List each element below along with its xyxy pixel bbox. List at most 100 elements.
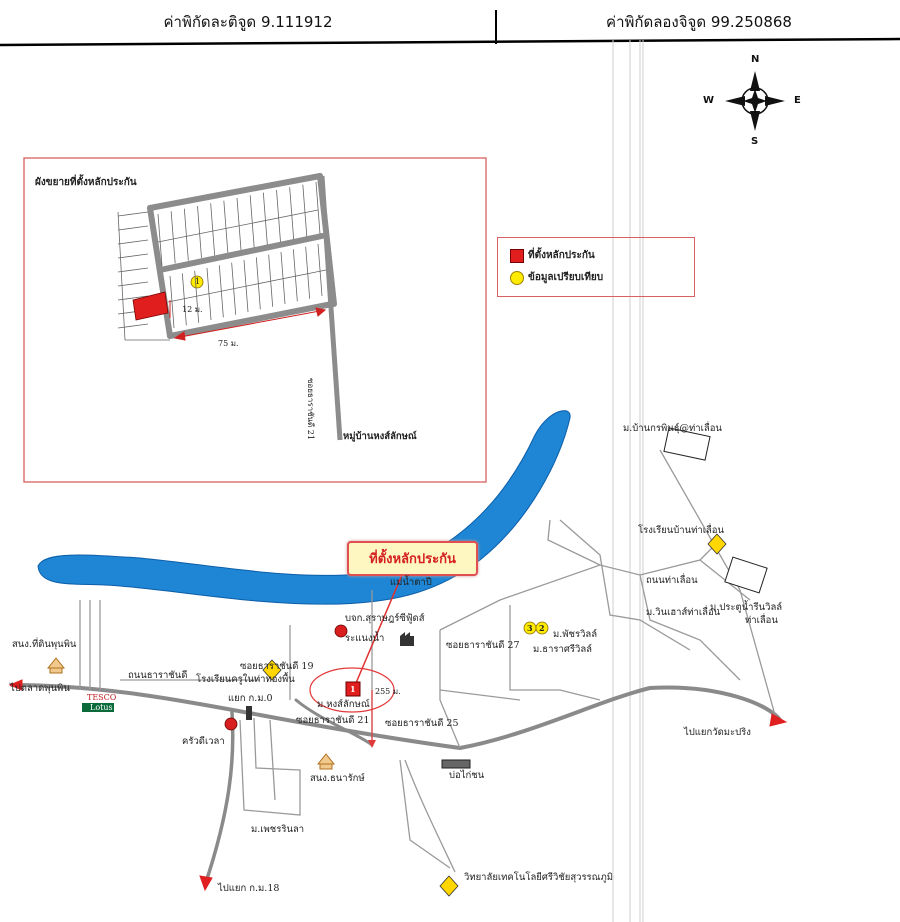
label-soi25: ซอยธาราชันดี 25 [385,718,459,729]
lot-line [183,208,189,261]
block-bo-kai [441,759,471,769]
scan-lines [612,40,644,922]
lot-line [194,270,200,323]
label-treasury-office: สนง.ธนารักษ์ [310,773,365,784]
compass-north: N [751,54,760,65]
lot-line [210,203,216,256]
label-winhouse: ม.วินเฮาส์ท่าเลื่อน [646,607,721,618]
blocks [441,427,768,769]
arrow-right [769,713,788,727]
label-rainbow: ระแนงน้ำ [345,633,385,644]
label-college: วิทยาลัยเทคโนโลยีศรีวิชัยสุวรรณภูมิ [464,872,613,883]
lot-line [197,205,202,259]
lot-line [302,184,308,237]
lot-line [315,181,321,235]
collateral-square [345,681,361,697]
label-phachara-ville: ม.พัชรวิลล์ [553,629,598,640]
label-to-km18: ไปแยก ก.ม.18 [218,883,280,894]
temple-icon-bottom [316,753,336,770]
arrow-down [199,875,213,892]
label-tha-luean-road: ถนนท่าเลื่อน [646,575,698,586]
main-roads [10,683,782,887]
label-school-tha: โรงเรียนบ้านท่าเลื่อน [638,525,724,536]
legend-comparables: ข้อมูลเปรียบเทียบ [510,270,603,285]
marker-3-number: 3 [527,623,533,633]
collateral-callout: ที่ตั้งหลักประกัน [347,541,478,576]
arrow-left [8,679,23,691]
label-seafood-company: บจก.สุราษฎร์ซีฟู้ดส์ [345,613,425,624]
label-soi21: ซอยธาราชันดี 21 [296,715,370,726]
label-tesco: TESCO [87,693,117,702]
label-tha-luean: ท่าเลื่อน [745,615,778,626]
distance-arrow-head [368,740,376,748]
inset-village-label: หมู่บ้านหงส์ลักษณ์ [343,431,417,442]
label-kruakrua: ครัวดีเวลา [182,736,225,747]
label-soi27: ซอยธาราชันดี 27 [446,640,520,651]
lot-line [317,243,323,297]
callout-pointer [355,569,405,684]
inset-width-label: 12 ม. [182,305,203,314]
label-tara-srivilla: ม.ธาราศรีวิลล์ [533,644,592,655]
label-distance-255: 255 ม. [375,687,401,696]
comparable-swatch-icon [510,270,524,285]
inset-frame [23,157,487,483]
road-sai [294,698,374,747]
block-prachuap [724,556,768,594]
lot-line [157,213,163,267]
longitude-label: ค่าพิกัดลองจิจูด 99.250868 [606,13,792,31]
label-river: แม่น้ำตาปี [390,577,432,588]
lot-line [117,211,126,341]
latitude-label: ค่าพิกัดละติจูด 9.111912 [163,13,333,31]
label-junction: แยก ก.ม.0 [228,693,273,704]
lot-line [181,273,187,326]
inset-marker-number: 1 [195,277,201,286]
lot-line [249,195,255,248]
marker-1-number: 1 [350,684,356,694]
label-thara-road: ถนนธาราชันดี [128,670,188,681]
inset-lot-grid [117,181,327,341]
lot-line [117,239,149,245]
label-bo-kai: บ่อไก่ชน [449,770,485,781]
lot-line [276,189,281,243]
lot-line [305,246,311,299]
compass-east: E [794,95,801,106]
lotus-badge [82,703,114,712]
distance-circle [309,667,395,713]
lot-line [117,267,149,273]
legend-collateral: ที่ตั้งหลักประกัน [510,248,595,263]
river [37,410,571,605]
lot-line [117,211,149,217]
label-petcharinla: ม.เพชรรินลา [251,824,305,835]
label-prachuap-village: ม.ประตูน้ำรีนวิลล์ [710,602,783,613]
inset-road-label: ซอยธาราชันดี 21 [306,378,315,440]
inset-length-label: 75 ม. [218,339,239,348]
school-sign-icons [262,533,727,897]
lot-line [167,269,327,303]
lot-line [169,275,175,329]
lot-line [292,249,298,302]
inset-title: ผังขยายที่ตั้งหลักประกัน [35,177,137,188]
inset-collateral-lot [132,291,169,321]
label-school-kru: โรงเรียนครูในท่าทองพื้น [196,674,295,685]
inset-dimensions [169,300,327,341]
lot-line [117,253,149,259]
label-to-market: ไปตลาดพุนพิน [10,683,70,694]
compass-south: S [751,136,759,147]
label-village-top: ม.บ้านกรพินธุ์@ท่าเลื่อน [623,423,722,434]
inset-side-road [319,175,343,441]
label-to-wat: ไปแยกวัดมะปริง [684,727,751,738]
compass-icon [725,71,785,131]
lot-line [117,323,149,329]
lot-line [117,225,149,231]
label-land-office: สนง.ที่ดินพุนพิน [12,639,77,650]
traffic-light-icon [246,706,252,720]
secondary-roads [79,449,776,873]
lot-line [268,254,274,307]
lot-line [236,197,242,251]
lot-line [280,251,286,305]
comparable-markers [190,275,549,635]
compass-west: W [703,95,715,106]
lot-line [223,200,229,253]
